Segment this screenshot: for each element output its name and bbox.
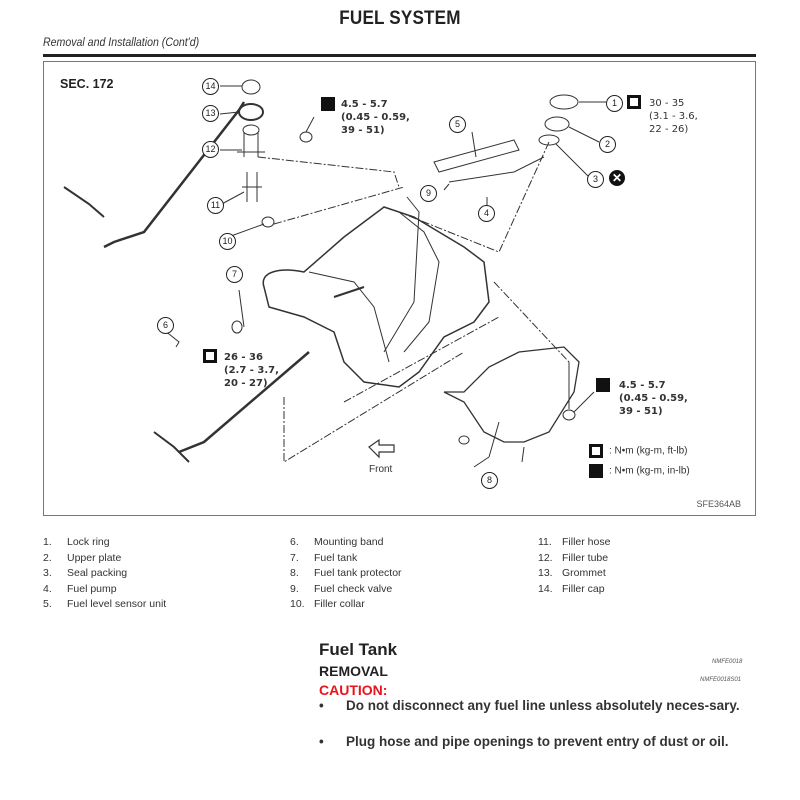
exploded-diagram: SEC. 172 14 13 12 11 10 9 7 6 5 4 1 2 3 … [43,61,756,516]
part-item: 6.Mounting band [290,536,384,548]
callout-6: 6 [157,317,174,334]
callout-1: 1 [606,95,623,112]
callout-2: 2 [599,136,616,153]
torque-wrench-small-icon [589,464,603,478]
torque-spec-lock-ring: 30 - 35 (3.1 - 3.6, 22 - 26) [649,98,698,135]
nut-drawing [562,409,576,421]
header-rule [43,54,756,57]
mounting-band-drawing [103,101,246,249]
part-item: 9.Fuel check valve [290,582,393,595]
callout-10: 10 [219,233,236,250]
callout-12: 12 [202,141,219,158]
bullet-icon: • [319,698,324,713]
bullet-text: Plug hose and pipe openings to prevent e… [346,734,729,749]
torque-wrench-small-icon [321,97,335,111]
callout-8: 8 [481,472,498,489]
part-item: 5.Fuel level sensor unit [43,598,167,610]
torque-wrench-small-icon [596,378,610,392]
section-subtitle-code: NMFE0018S01 [700,677,742,683]
section-title: Fuel Tank [319,640,398,659]
part-item: 13.Grommet [538,567,606,579]
parts-list-col2: 6.Mounting band 7.Fuel tank 8.Fuel tank … [290,535,402,613]
legend-text: : N•m (kg-m, in-lb) [609,465,690,477]
lock-ring-drawing [549,94,579,110]
fuel-tank-protector-drawing [443,346,580,443]
part-item: 7.Fuel tank [290,551,358,564]
filler-tube-drawing [242,124,260,136]
callout-13: 13 [202,105,219,122]
legend-row: : N•m (kg-m, in-lb) [589,464,690,478]
legend-row: : N•m (kg-m, ft-lb) [589,444,688,458]
torque-spec-mounting-band-bolt: 26 - 36 (2.7 - 3.7, 20 - 27) [224,352,279,389]
callout-5: 5 [449,116,466,133]
bullet-icon: • [319,734,324,749]
callout-9: 9 [420,185,437,202]
bullet-text: Do not disconnect any fuel line unless a… [346,698,740,713]
page-title: FUEL SYSTEM [339,8,461,29]
front-label: Front [369,464,393,475]
section-number: SEC. 172 [60,77,114,91]
callout-3: 3 [587,171,604,188]
page-subheader: Removal and Installation (Cont'd) [43,37,200,49]
callout-7: 7 [226,266,243,283]
fuel-pump-drawing [443,156,545,191]
part-item: 2.Upper plate [43,551,122,564]
parts-list-col1: 1.Lock ring 2.Upper plate 3.Seal packing… [43,535,166,613]
seal-packing-drawing [538,134,560,146]
part-item: 4.Fuel pump [43,582,117,595]
bolt-drawing [299,131,313,143]
part-item: 11.Filler hose [538,536,611,548]
callout-11: 11 [207,197,224,214]
torque-wrench-large-icon [627,95,641,109]
torque-wrench-large-icon [203,349,217,363]
filler-cap-drawing [241,79,261,95]
part-item: 14.Filler cap [538,582,605,595]
front-arrow-icon [368,438,395,459]
torque-spec-filler-tube-bolt: 4.5 - 5.7 (0.45 - 0.59, 39 - 51) [341,99,410,136]
sensor-unit-drawing [433,139,520,173]
part-item: 10.Filler collar [290,598,365,610]
part-item: 1.Lock ring [43,536,110,548]
section-title-code: NMFE0018 [712,659,743,665]
caution-label: CAUTION: [319,682,388,698]
section-subtitle: REMOVAL [319,663,388,679]
diagram-drawing [63,79,606,468]
torque-spec-protector-nut: 4.5 - 5.7 (0.45 - 0.59, 39 - 51) [619,380,688,417]
torque-wrench-large-icon [589,444,603,458]
parts-list-col3: 11.Filler hose 12.Filler tube 13.Grommet… [538,535,610,597]
part-item: 12.Filler tube [538,551,609,564]
callout-14: 14 [202,78,219,95]
upper-plate-drawing [544,116,570,132]
figure-code: SFE364AB [696,499,741,509]
legend-text: : N•m (kg-m, ft-lb) [609,445,688,457]
part-item: 3.Seal packing [43,567,128,579]
filler-collar-drawing [261,216,275,228]
part-item: 8.Fuel tank protector [290,567,402,579]
do-not-reuse-icon: ✕ [609,170,625,186]
fuel-tank-drawing [262,206,490,388]
callout-4: 4 [478,205,495,222]
